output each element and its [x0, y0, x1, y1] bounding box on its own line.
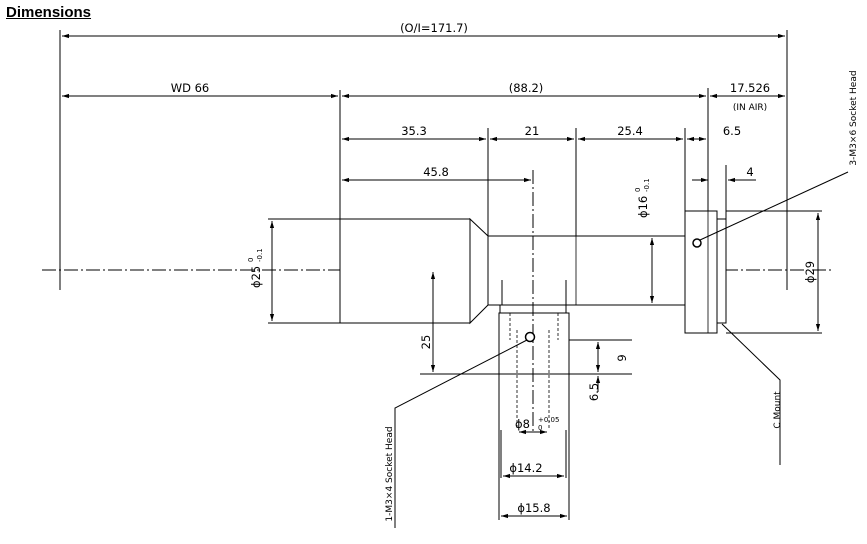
label-21: 21: [525, 124, 540, 138]
tol-phi16-lower: -0.1: [643, 178, 651, 192]
socket-screw-top: [692, 238, 702, 248]
side-port: [498, 170, 570, 520]
front-barrel: [339, 218, 471, 324]
label-phi8-group: ϕ8 +0.05 0: [515, 416, 559, 432]
tol-phi25-upper: 0: [247, 258, 255, 262]
label-phi25: ϕ25: [249, 266, 263, 288]
label-phi25-group: ϕ25 0 -0.1: [247, 248, 264, 288]
label-lens-length: (88.2): [509, 81, 544, 95]
label-25-height: 25: [419, 335, 433, 350]
label-6-5-top: 6.5: [723, 124, 741, 138]
label-35-3: 35.3: [401, 124, 427, 138]
label-phi14-2: ϕ14.2: [509, 461, 542, 475]
middle-tube: [487, 235, 686, 306]
front-taper: [469, 217, 489, 325]
section-heading: Dimensions: [6, 4, 92, 21]
label-phi16-group: ϕ16 0 -0.1: [634, 178, 651, 218]
port-side-lines: [501, 280, 567, 305]
label-wd: WD 66: [171, 81, 210, 95]
side-port-body: [498, 312, 570, 375]
label-45-8: 45.8: [423, 165, 449, 179]
leader-c-mount: [721, 323, 781, 465]
label-phi16: ϕ16: [636, 196, 650, 218]
label-9: 9: [615, 354, 629, 361]
mount-block: [684, 210, 718, 334]
label-in-air: (IN AIR): [733, 103, 767, 113]
dimension-lines: [62, 33, 821, 519]
extension-lines: [268, 88, 822, 375]
label-phi29: ϕ29: [803, 261, 817, 283]
label-phi15-8: ϕ15.8: [517, 501, 550, 515]
label-flange: 17.526: [730, 81, 770, 95]
callout-socket-top: 3-M3×6 Socket Head: [849, 70, 859, 165]
label-overall: (O/I=171.7): [400, 21, 468, 35]
tol-phi8-upper: +0.05: [538, 416, 559, 424]
label-4: 4: [746, 165, 753, 179]
tol-phi8-lower: 0: [538, 424, 542, 432]
tol-phi25-lower: -0.1: [256, 248, 264, 262]
callout-socket-bottom: 1-M3×4 Socket Head: [385, 426, 395, 521]
label-6-5-side: 6.5: [587, 383, 601, 401]
label-25-4: 25.4: [617, 124, 643, 138]
label-phi8: ϕ8: [515, 417, 530, 431]
leader-lines: [394, 171, 849, 528]
callout-c-mount: C Mount: [773, 391, 783, 429]
c-mount-ring: [716, 218, 727, 324]
socket-screw-side: [524, 331, 536, 343]
leader-socket-bottom: [394, 339, 528, 528]
leader-socket-top: [699, 171, 849, 241]
tol-phi16-upper: 0: [634, 188, 642, 192]
